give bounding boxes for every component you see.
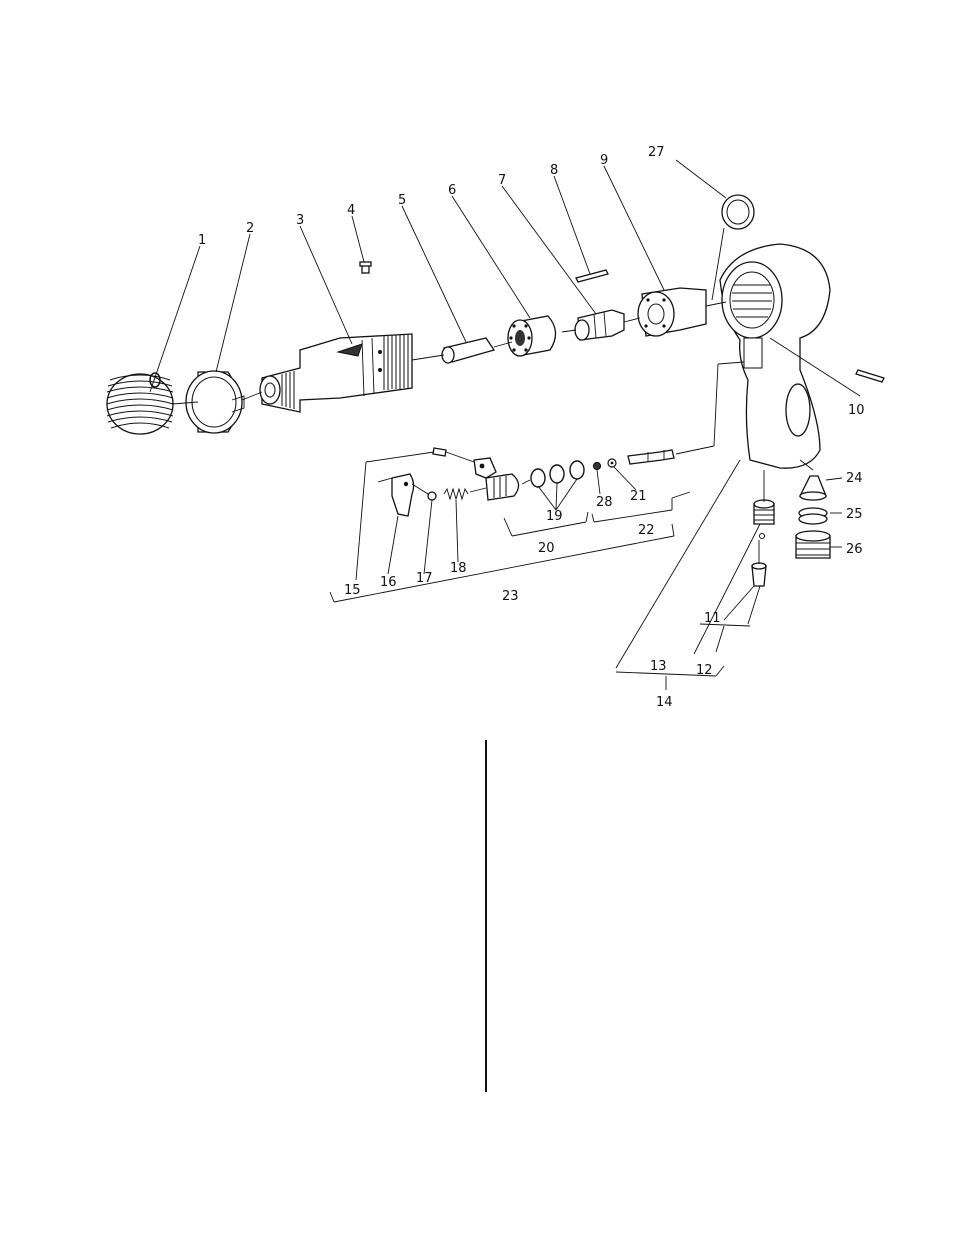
- label-part-9: 9: [600, 153, 608, 168]
- part-16-trigger: [392, 474, 414, 516]
- label-part-16: 16: [380, 575, 397, 590]
- part-5-piston: [442, 338, 494, 363]
- part-23-throttle-valve: [474, 458, 519, 500]
- part-10-pin: [856, 370, 884, 382]
- label-part-13: 13: [650, 659, 667, 674]
- label-part-20: 20: [538, 541, 555, 556]
- part-15-pin: [433, 448, 446, 456]
- part-22-valve-stem: [628, 450, 674, 464]
- part-21-washer: [608, 459, 616, 467]
- label-part-18: 18: [450, 561, 467, 576]
- column-divider-line: [485, 740, 487, 1092]
- label-part-4: 4: [347, 203, 355, 218]
- label-part-26: 26: [846, 542, 863, 557]
- label-part-14: 14: [656, 695, 673, 710]
- label-part-19: 19: [546, 509, 563, 524]
- part-18-spring: [444, 489, 468, 499]
- label-part-21: 21: [630, 489, 647, 504]
- part-13-bushing: [754, 500, 774, 539]
- label-part-10: 10: [848, 403, 865, 418]
- label-part-24: 24: [846, 471, 863, 486]
- part-17-ball: [428, 492, 436, 500]
- label-part-27: 27: [648, 145, 665, 160]
- part-3-barrel: [260, 334, 412, 412]
- label-part-5: 5: [398, 193, 406, 208]
- handle-housing: [720, 244, 830, 468]
- label-part-15: 15: [344, 583, 361, 598]
- part-9-valve-case: [638, 288, 706, 336]
- part-28-seal: [593, 462, 600, 469]
- label-part-3: 3: [296, 213, 304, 228]
- label-part-2: 2: [246, 221, 254, 236]
- label-part-25: 25: [846, 507, 863, 522]
- part-4-screw: [360, 262, 371, 273]
- label-part-8: 8: [550, 163, 558, 178]
- part-1-retainer-spring: [107, 373, 173, 434]
- label-part-17: 17: [416, 571, 433, 586]
- part-24-inlet-cap: [800, 476, 826, 500]
- part-11-plug: [752, 563, 766, 586]
- label-part-11: 11: [704, 611, 721, 626]
- label-part-7: 7: [498, 173, 506, 188]
- label-part-28: 28: [596, 495, 613, 510]
- label-part-22: 22: [638, 523, 655, 538]
- label-part-6: 6: [448, 183, 456, 198]
- part-27-ring: [722, 195, 754, 229]
- label-part-23: 23: [502, 589, 519, 604]
- part-19-o-rings: [531, 461, 584, 487]
- part-8-pin: [576, 270, 608, 282]
- part-26-inlet-bushing: [796, 531, 830, 558]
- label-part-12: 12: [696, 663, 713, 678]
- label-part-1: 1: [198, 233, 206, 248]
- part-7-valve: [575, 310, 624, 340]
- part-25-spring-ring: [799, 508, 827, 524]
- part-6-valve-block: [508, 316, 556, 356]
